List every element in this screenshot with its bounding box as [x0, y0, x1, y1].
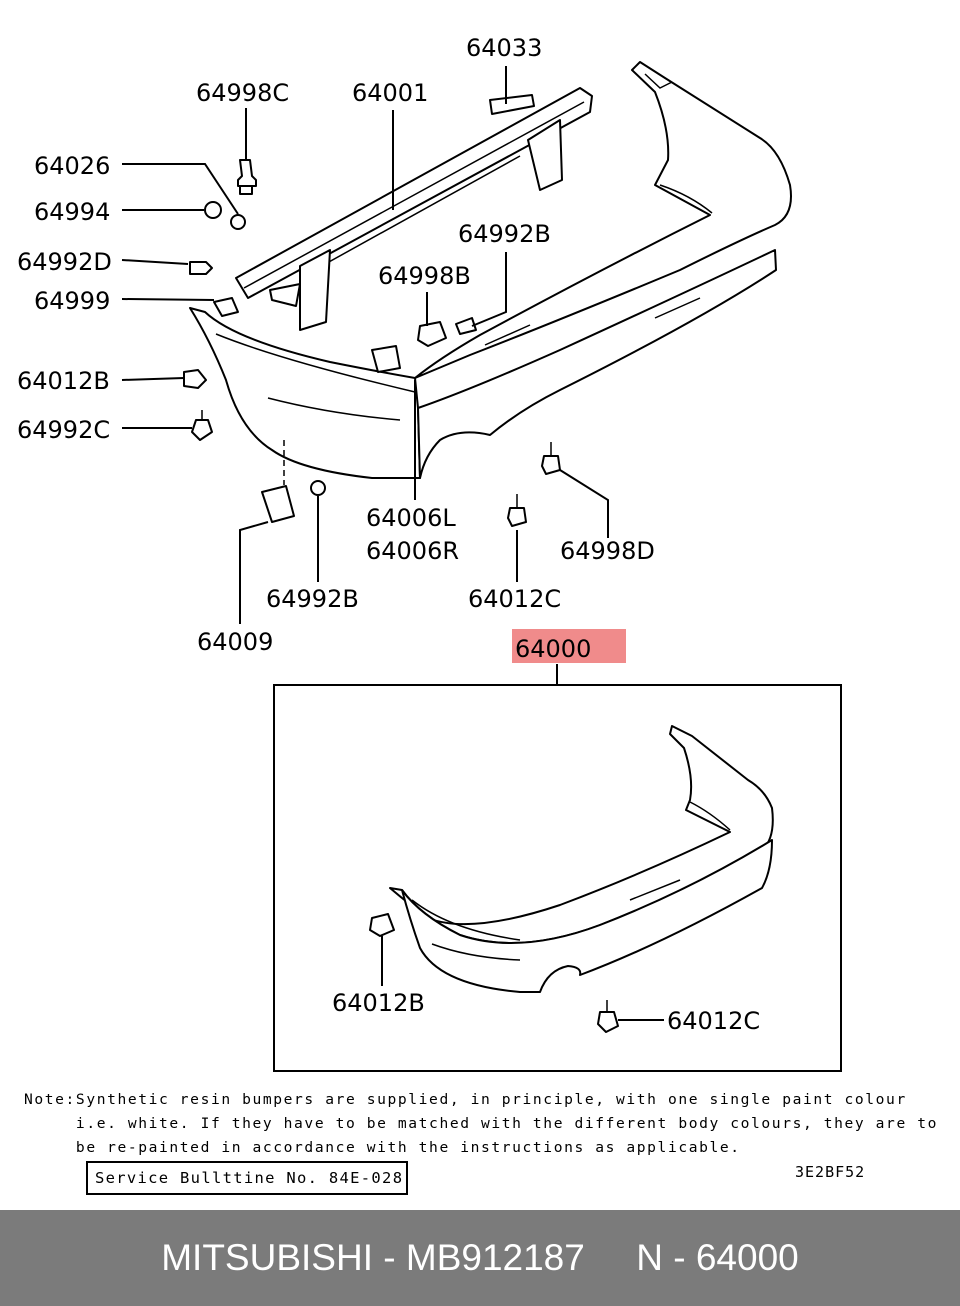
note-line-1: Note:Synthetic resin bumpers are supplie…	[24, 1091, 907, 1108]
note-text: Note:Synthetic resin bumpers are supplie…	[24, 1088, 938, 1160]
bumper-assembly-drawing	[369, 725, 774, 1033]
label-64998d: 64998D	[560, 537, 655, 565]
label-64012b-box: 64012B	[332, 989, 425, 1017]
footer-bar: MITSUBISHI - MB912187 N - 64000	[0, 1210, 960, 1306]
footer-brand: MITSUBISHI	[161, 1237, 373, 1278]
bumper-cover-drawing	[189, 61, 792, 479]
footer-reference: N - 64000	[636, 1237, 799, 1278]
reinforcement-beam-drawing	[235, 87, 593, 331]
label-64012b: 64012B	[17, 367, 110, 395]
note-line-2: i.e. white. If they have to be matched w…	[24, 1115, 938, 1132]
label-64994: 64994	[34, 198, 110, 226]
label-64009: 64009	[197, 628, 273, 656]
note-line-3: be re-painted in accordance with the ins…	[24, 1139, 741, 1156]
leader-lines	[121, 66, 609, 684]
label-64001: 64001	[352, 79, 428, 107]
highlight-64000	[512, 629, 626, 663]
label-64033: 64033	[466, 34, 542, 62]
label-64006l: 64006L	[366, 504, 456, 532]
fastener-glyphs	[183, 130, 561, 527]
label-64999: 64999	[34, 287, 110, 315]
footer-gap	[585, 1237, 636, 1279]
parts-diagram: 64033 64998C 64001 64026 64994 64992B 64…	[17, 34, 842, 1072]
assembly-box	[273, 684, 842, 1072]
label-64992b-bottom: 64992B	[266, 585, 359, 613]
label-64012c: 64012C	[468, 585, 561, 613]
label-64998b: 64998B	[378, 262, 471, 290]
footer-part-number: MB912187	[405, 1237, 585, 1278]
footer-separator: -	[372, 1237, 406, 1278]
service-bulletin-box: Service Bullttine No. 84E-028	[86, 1161, 408, 1195]
part-labels: 64033 64998C 64001 64026 64994 64992B 64…	[17, 34, 655, 656]
label-64992b-top: 64992B	[458, 220, 551, 248]
label-64992c: 64992C	[17, 416, 110, 444]
label-64026: 64026	[34, 152, 110, 180]
label-64998c: 64998C	[196, 79, 289, 107]
figure-code: 3E2BF52	[795, 1163, 866, 1181]
label-64006r: 64006R	[366, 537, 459, 565]
label-64000: 64000	[515, 635, 591, 663]
label-64012c-box: 64012C	[667, 1007, 760, 1035]
label-64992d: 64992D	[17, 248, 112, 276]
